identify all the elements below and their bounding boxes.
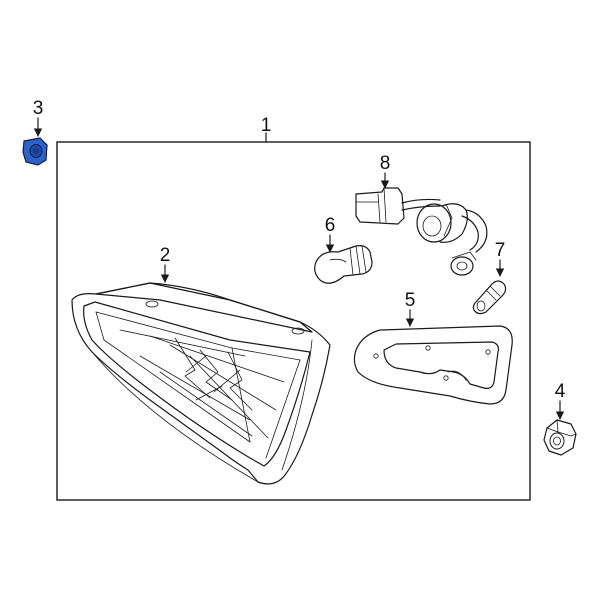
part-4-nut[interactable] <box>543 419 577 456</box>
callout-2-label[interactable]: 2 <box>160 245 171 266</box>
callout-1-label[interactable]: 1 <box>261 115 272 136</box>
callout-4-label[interactable]: 4 <box>555 381 566 402</box>
part-8-socket-harness[interactable] <box>355 187 488 276</box>
assembly-frame <box>56 141 531 501</box>
part-3-nut[interactable] <box>22 137 48 166</box>
callout-7-label[interactable]: 7 <box>495 240 506 261</box>
callout-8-label[interactable]: 8 <box>380 153 391 174</box>
callout-5-label[interactable]: 5 <box>405 290 416 311</box>
part-5-gasket[interactable] <box>353 325 513 405</box>
part-7-wedge-bulb[interactable] <box>472 280 507 315</box>
callout-3-label[interactable]: 3 <box>33 98 44 119</box>
callout-6-label[interactable]: 6 <box>325 215 336 236</box>
part-2-lamp-housing[interactable] <box>71 282 331 485</box>
part-6-bulb[interactable] <box>314 245 373 284</box>
